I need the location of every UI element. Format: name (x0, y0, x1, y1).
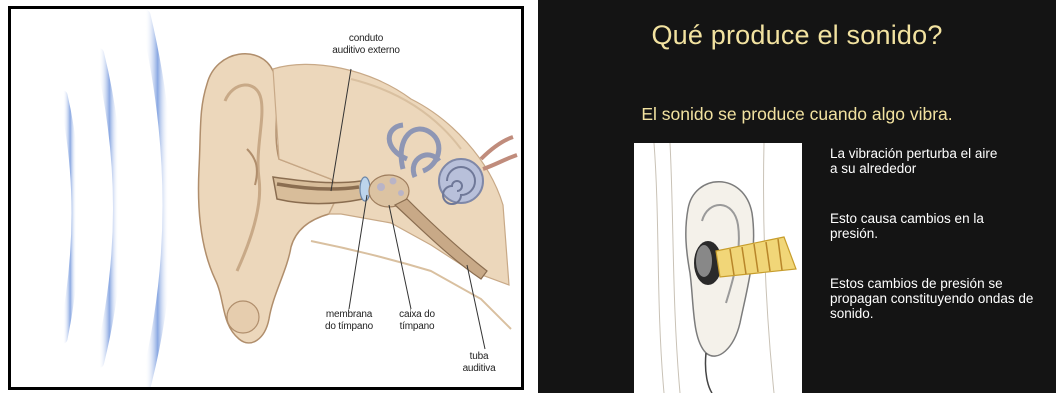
slide-title: Qué produce el sonido? (651, 20, 943, 50)
cochlea (438, 158, 484, 204)
sound-wave-2 (94, 48, 123, 368)
bullet-sound-waves: Estos cambios de presión se propagan con… (830, 276, 1034, 321)
ear-anatomy-diagram: conduto auditivo externo membrana do tím… (8, 6, 524, 390)
slide-panel: Qué produce el sonido? El sonido se prod… (538, 0, 1056, 393)
slide-subtitle: El sonido se produce cuando algo vibra. (641, 104, 953, 124)
sound-wave-3 (139, 9, 174, 387)
sound-wave-1 (58, 90, 81, 344)
label-eardrum: membrana do tímpano (324, 309, 374, 332)
bullet-vibration: La vibración perturba el aire a su alred… (830, 146, 998, 176)
auditory-tube (393, 198, 488, 280)
ear-closeup-drawing (634, 143, 802, 393)
ear-illustration (58, 9, 518, 387)
label-auditory-tube: tuba auditiva (462, 351, 496, 374)
bullet-pressure-change: Esto causa cambios en la presión. (830, 211, 984, 241)
ear-with-tuning-illustration (634, 143, 802, 393)
inner-ear (386, 122, 442, 179)
label-tympanic-cavity: caixa do tímpano (399, 309, 435, 332)
label-external-canal: conduto auditivo externo (332, 33, 400, 56)
eardrum (359, 176, 371, 202)
